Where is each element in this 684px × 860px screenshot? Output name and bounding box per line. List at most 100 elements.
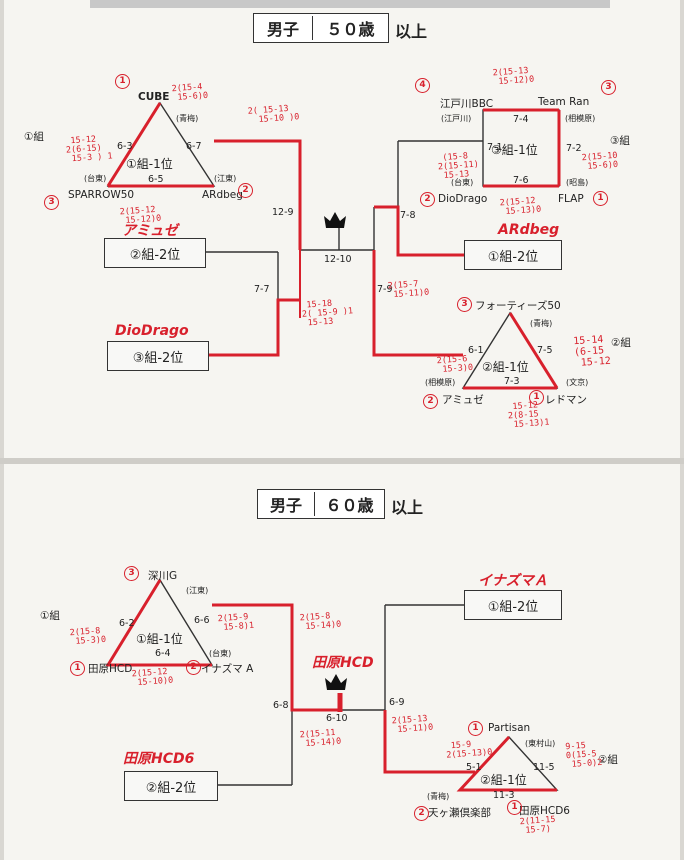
top-g2-hand-left: 2(15-6 15-3)0 (436, 354, 474, 376)
top-g3-hand-right: 2(15-10 15-6)0 (581, 150, 619, 173)
top-g1-hand-right: 2( 15-13 15-10 )0 (247, 103, 300, 126)
top-g1-circle-right: 2 (238, 183, 253, 198)
top-g3-team-bl-region: (台東) (451, 178, 474, 187)
top-g2-score-right: 7-5 (537, 345, 553, 356)
top-g2-score-left: 6-1 (468, 345, 484, 356)
top-g1-hand-top: 2(15-4 15-6)0 (171, 82, 209, 104)
top-g3-team-br: FLAP (558, 193, 584, 205)
top-g3-hand-bottom: 2(15-12 15-13)0 (499, 195, 542, 218)
top-bracket-hand-final: 15-18 2( 15-9 )1 15-13 (301, 298, 354, 329)
bottom-bracket-hand-b: 2(15-13 15-11)0 (391, 713, 434, 736)
top-g1-score-bottom: 6-5 (148, 174, 164, 185)
bottom-bracket-score-a: 6-8 (273, 700, 289, 711)
bottom-g2-hand-right: 9-15 0(15-5 15-0)2 (565, 740, 603, 771)
top-g2-team-left-region: (相模原) (425, 378, 456, 387)
top-g3-second-name: DioDrago (115, 323, 189, 339)
bottom-g2-team-top-region: (東村山) (525, 739, 556, 748)
bottom-g1-hand-left: 2(15-8 15-3)0 (69, 626, 107, 648)
top-g2-second-box: ②組-2位 (104, 238, 206, 268)
top-g1-team-right: ARdbeg (202, 189, 243, 201)
bottom-bracket-score-final: 6-10 (326, 713, 348, 724)
top-bracket-score-c: 7-8 (400, 210, 416, 221)
top-g3-label: ③組 (610, 135, 630, 147)
top-g3-score-top: 7-4 (513, 114, 529, 125)
top-g3-second-box: ③組-2位 (107, 341, 209, 371)
top-bracket-score-a: 12-9 (272, 207, 294, 218)
bottom-g2-team-top: Partisan (488, 722, 531, 734)
bottom-g1-team-top: 深川G (148, 570, 178, 582)
bottom-g1-circle-left: 1 (70, 661, 85, 676)
top-g3-circle-tr: 3 (601, 80, 616, 95)
bottom-g2-score-bottom: 11-3 (493, 790, 515, 801)
top-g2-team-right-region: (文京) (566, 378, 589, 387)
bottom-bracket-score-b: 6-9 (389, 697, 405, 708)
bottom-title-suffix: 以上 (391, 498, 424, 517)
top-g1-score-left: 6-3 (117, 141, 133, 152)
bottom-g2-score-left: 5-1 (466, 762, 482, 773)
top-g2-second-name: アミュゼ (122, 223, 178, 239)
top-g2-label: ②組 (611, 337, 631, 349)
top-g2-circle-left: 2 (423, 394, 438, 409)
top-g3-team-tl: 江戸川BBC (440, 98, 494, 110)
top-g3-circle-bl: 2 (420, 192, 435, 207)
bottom-g1-score-left: 6-2 (119, 618, 135, 629)
top-g2-hand-right: 15-14 (6-15 15-12 (572, 334, 612, 370)
top-g1-rank1: ①組-1位 (126, 157, 173, 171)
top-g2-team-top: フォーティーズ50 (475, 300, 561, 312)
top-title-age: ５０歳 (326, 20, 375, 39)
top-g2-score-bottom: 7-3 (504, 376, 520, 387)
top-g1-team-top-region: (青梅) (176, 114, 199, 123)
top-title-box: 男子 ５０歳 (253, 13, 389, 43)
top-g2-team-left: アミュゼ (442, 394, 484, 406)
bottom-g1-circle-right: 2 (186, 660, 201, 675)
top-g2-circle-top: 3 (457, 297, 472, 312)
top-g1-team-right-region: (江東) (214, 174, 237, 183)
top-g2-team-right: レドマン (545, 394, 587, 406)
bottom-champion-name: 田原HCD (312, 655, 374, 671)
bottom-g1-hand-right: 2(15-9 15-8)1 (217, 612, 255, 634)
bottom-g2-rank1: ②組-1位 (480, 773, 527, 787)
top-g1-second-box: ①組-2位 (464, 240, 562, 270)
top-bracket-score-d: 7-9 (377, 284, 393, 295)
bottom-title-age: ６０歳 (325, 496, 374, 515)
top-g3-hand-top: 2(15-13 15-12)0 (492, 65, 535, 88)
bottom-g1-hand-bottom: 2(15-12 15-10)0 (131, 666, 174, 689)
top-g3-team-br-region: (昭島) (566, 178, 589, 187)
bottom-g2-team-right: 田原HCD6 (519, 805, 570, 817)
bottom-g2-circle-left: 2 (414, 806, 429, 821)
bottom-g1-team-right-region: (台東) (209, 649, 232, 658)
top-g3-circle-tl: 4 (415, 78, 430, 93)
top-g3-team-bl: DioDrago (438, 193, 488, 205)
bottom-g2-team-left-region: (青梅) (427, 792, 450, 801)
bottom-g2-score-right: 11-5 (533, 762, 555, 773)
top-g3-rank1: ③組-1位 (491, 143, 538, 157)
bottom-sheet (4, 462, 680, 860)
bottom-g1-team-top-region: (江東) (186, 586, 209, 595)
top-g1-second-name: ARdbeg (498, 222, 560, 238)
top-g2-rank1: ②組-1位 (482, 360, 529, 374)
bottom-g1-circle-top: 3 (124, 566, 139, 581)
bottom-g2-second-box: ②組-2位 (124, 771, 218, 801)
top-bracket-score-b: 7-7 (254, 284, 270, 295)
bottom-g1-rank1: ①組-1位 (136, 632, 183, 646)
top-g3-circle-br: 1 (593, 191, 608, 206)
bottom-g2-label: ②組 (598, 754, 618, 766)
top-g3-team-tr: Team Ran (538, 96, 590, 108)
bottom-g2-circle-right: 1 (507, 800, 522, 815)
top-g1-team-top: CUBE (138, 91, 170, 103)
bottom-g2-hand-left: 15-9 2(15-13)0 (445, 739, 493, 761)
top-g1-label: ①組 (24, 131, 44, 143)
top-g3-score-left: 7-1 (487, 142, 503, 153)
top-g3-team-tl-region: (江戸川) (441, 114, 472, 123)
top-g1-team-left: SPARROW50 (68, 189, 135, 201)
top-title-gender: 男子 (254, 16, 313, 40)
top-g1-hand-left: 15-12 2(6-15) 15-3 ) 1 (65, 134, 113, 165)
bottom-g1-team-left: 田原HCD (88, 663, 133, 675)
bottom-g2-hand-bottom: 2(11-15 15-7) (519, 814, 556, 837)
bottom-g1-score-bottom: 6-4 (155, 648, 171, 659)
bottom-title-box: 男子 ６０歳 (257, 489, 385, 519)
top-bracket-hand-d: 2(15-7 15-11)0 (387, 279, 430, 301)
top-g3-hand-left: (15-8 2(15-11) 15-13 (437, 151, 480, 182)
top-g3-team-tr-region: (相模原) (565, 114, 596, 123)
